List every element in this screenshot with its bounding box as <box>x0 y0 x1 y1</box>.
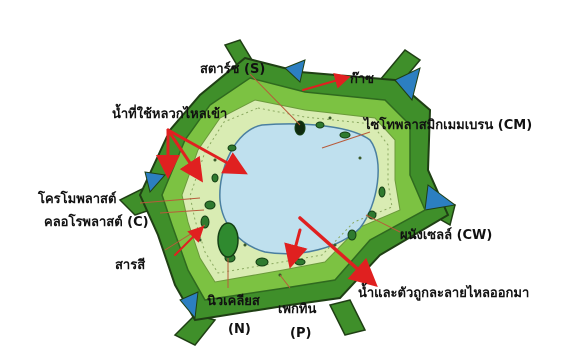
chromoplast-label: โครโมพลาสต์ <box>38 192 116 208</box>
pigment-label: สารสี <box>115 258 145 274</box>
nucleus-abbr-label: (N) <box>228 322 251 338</box>
cell-wall-label: ผนังเซลล์ (CW) <box>400 228 492 244</box>
starch-label: สตาร์ช (S) <box>200 62 265 78</box>
gas-label: ก๊าซ <box>350 72 374 88</box>
water-in-label: น้ำที่ใช้หลวกไหลเข้า <box>112 107 227 123</box>
water-out-label: น้ำและตัวถูกละลายไหลออกมา <box>358 286 529 302</box>
pectin-label: เพกทิน <box>278 302 316 318</box>
cytoplasmic-membrane-label: ไซโทพลาสมิกเมมเบรน (CM) <box>364 118 532 134</box>
nucleus <box>218 223 238 257</box>
pectin-abbr-label: (P) <box>290 326 311 342</box>
chloroplast-label: คลอโรพลาสต์ (C) <box>44 215 149 231</box>
intercellular-space-right <box>425 185 455 210</box>
nucleus-label: นิวเคลียส <box>207 294 260 310</box>
